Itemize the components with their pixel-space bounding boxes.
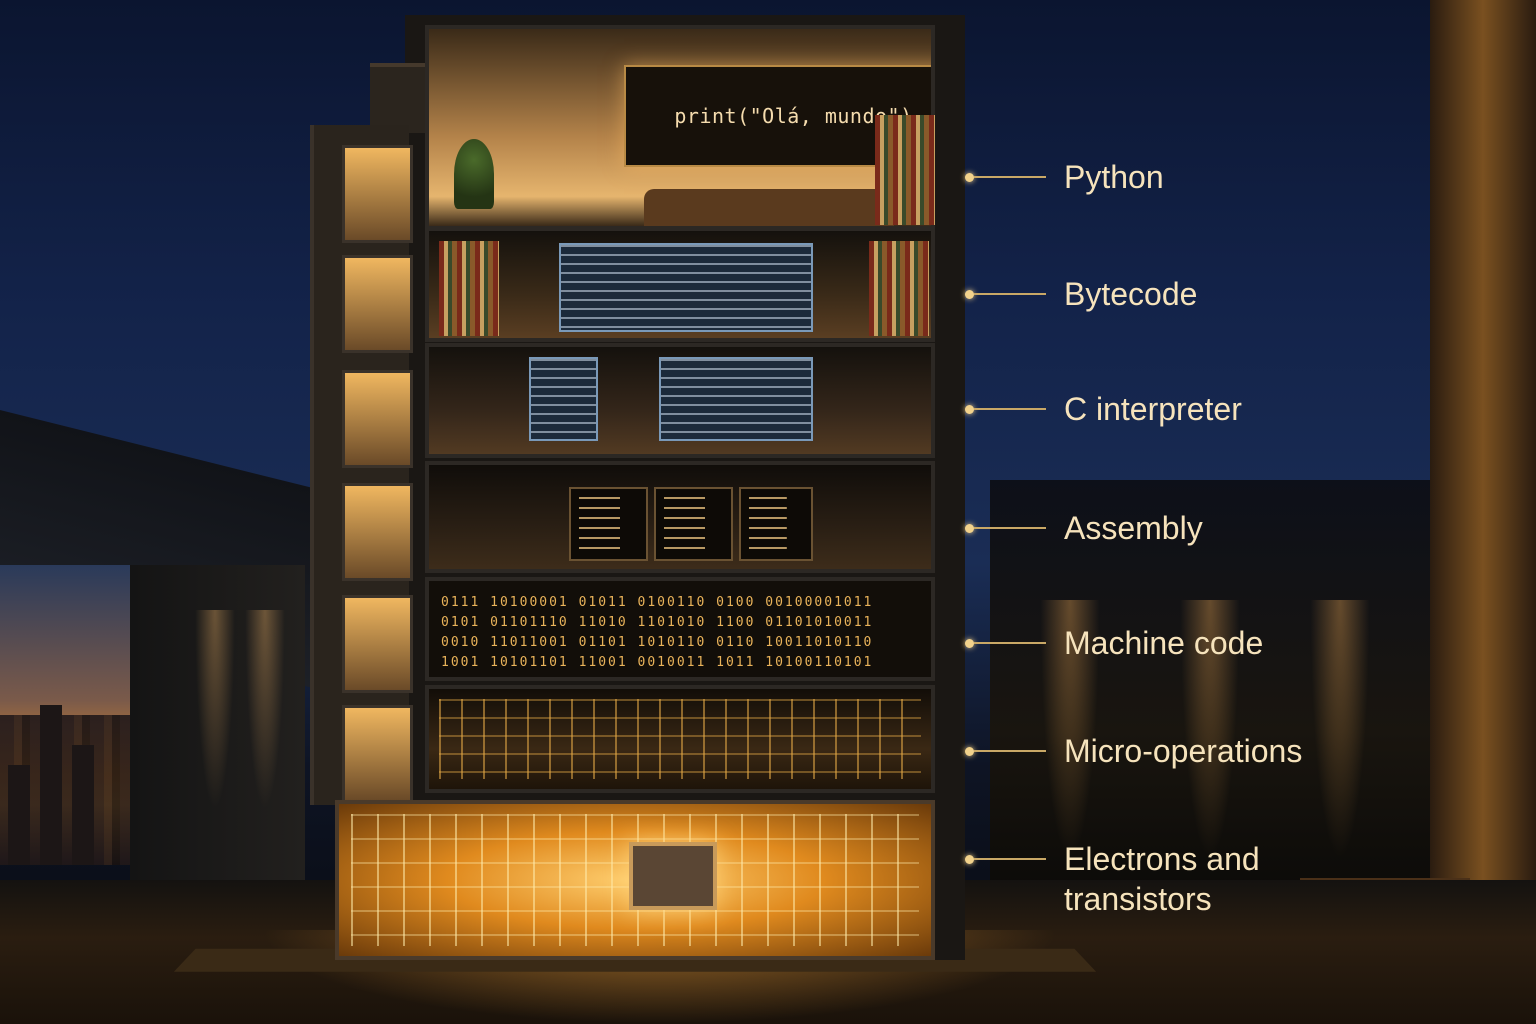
leader-dot [965,172,974,182]
floor-assembly [425,461,935,573]
skyscraper [40,705,62,865]
wall-light [245,610,285,810]
layer-label-text: Electrons and transistors [1064,841,1260,917]
bookshelf [869,241,929,336]
leader-line [974,858,1046,860]
c-code-screen [529,357,598,441]
leader-dot [965,746,974,756]
assembly-panel [569,487,648,561]
layer-label-machine-code: Machine code [965,623,1263,663]
wall-light [195,610,235,810]
layer-label-micro-operations: Micro-operations [965,731,1302,771]
assembly-listing [579,497,638,551]
wall-light [1310,600,1370,860]
binary-row: 1001 10101101 11001 0010011 1011 1010011… [441,655,874,670]
layer-label-electrons-transistors: Electrons and transistors [965,839,1324,919]
sofa [644,189,894,226]
bookshelf [875,115,935,225]
layer-label-text: Assembly [1064,510,1203,546]
bookshelf [439,241,499,336]
building-side-column [310,125,413,805]
left-wall [130,565,305,885]
right-pillar [1430,0,1536,940]
floor-bytecode [425,227,935,342]
assembly-listing [664,497,723,551]
leader-line [974,750,1046,752]
layer-label-text: C interpreter [1064,391,1242,427]
assembly-panel [654,487,733,561]
cpu-chip-icon [629,842,717,910]
plant [454,139,494,209]
leader-line [974,293,1046,295]
floor-micro-operations [425,685,935,793]
wall-light [1180,600,1240,860]
layer-label-text: Bytecode [1064,276,1198,312]
leader-dot [965,289,974,299]
leader-dot [965,523,974,533]
side-balcony [342,370,413,468]
leader-line [974,527,1046,529]
layer-label-text: Micro-operations [1064,733,1303,769]
layer-label-text: Machine code [1064,625,1264,661]
side-balcony [342,255,413,353]
wall-light [1040,600,1100,860]
leader-dot [965,855,974,864]
floor-c-interpreter [425,343,935,458]
leader-line [974,408,1046,410]
layer-label-c-interpreter: C interpreter [965,389,1242,429]
micro-op-machinery [439,699,921,779]
leader-line [974,642,1046,644]
assembly-listing [749,497,803,551]
bytecode-screen [559,243,813,332]
side-balcony [342,145,413,243]
binary-row: 0111 10100001 01011 0100110 0100 0010000… [441,595,874,610]
leader-dot [965,638,974,648]
assembly-panel [739,487,813,561]
layer-labels: Python Bytecode C interpreter Assembly M… [965,0,1385,1024]
floor-python: print("Olá, mundo") [425,25,935,230]
skyscraper [8,765,30,865]
side-balcony [342,483,413,581]
leader-line [974,176,1046,178]
floor-machine-code: 0111 10100001 01011 0100110 0100 0010000… [425,577,935,681]
layer-label-assembly: Assembly [965,508,1203,548]
layer-label-text: Python [1064,159,1164,195]
left-sunset-window [0,565,130,865]
side-balcony [342,705,413,803]
layer-label-python: Python [965,157,1164,197]
floor-electrons-transistors [335,800,935,960]
code-sign-text: print("Olá, mundo") [674,104,913,128]
layer-label-bytecode: Bytecode [965,274,1197,314]
leader-dot [965,404,974,414]
binary-row: 0010 11011001 01101 1010110 0110 1001101… [441,635,874,650]
side-balcony [342,595,413,693]
skyscraper [72,745,94,865]
layer-building: print("Olá, mundo") 0111 10100001 01011 … [310,15,965,960]
c-code-screen [659,357,813,441]
binary-row: 0101 01101110 11010 1101010 1100 0110101… [441,615,874,630]
